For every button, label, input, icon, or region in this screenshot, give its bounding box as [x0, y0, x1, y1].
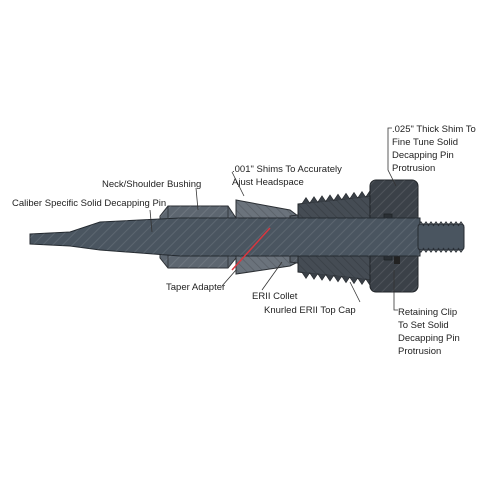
- pin-knurl: [417, 221, 465, 253]
- knurl-tooth: [437, 221, 445, 253]
- thread-tooth: [317, 195, 327, 203]
- thread-tooth: [357, 190, 367, 198]
- thread-tooth: [325, 194, 335, 202]
- thread-tooth: [333, 275, 343, 283]
- label-retaining-clip-line4: Protrusion: [398, 346, 441, 357]
- thread-tooth: [333, 193, 343, 201]
- knurl-tooth: [442, 221, 450, 253]
- label-thick-shim-line3: Decapping Pin: [392, 150, 454, 161]
- thread-tooth: [301, 272, 311, 279]
- label-taper-adapter: Taper Adapter: [166, 282, 225, 293]
- label-decapping-pin: Caliber Specific Solid Decapping Pin: [12, 198, 166, 209]
- knurl-tooth: [447, 221, 455, 253]
- thread-tooth: [349, 191, 359, 199]
- leader-lines: [149, 127, 398, 311]
- decapping-pin: [29, 217, 465, 271]
- label-thick-shim-line2: Fine Tune Solid: [392, 137, 458, 148]
- thread-tooth: [341, 192, 351, 200]
- label-thick-shim-line4: Protrusion: [392, 163, 435, 174]
- label-shims-line2: Ajust Headspace: [232, 177, 304, 188]
- thread-teeth: [301, 190, 375, 286]
- label-retaining-clip-line2: To Set Solid: [398, 320, 449, 331]
- thread-tooth: [357, 278, 367, 286]
- retaining-clip: [394, 250, 400, 264]
- knurl-tooth: [417, 221, 425, 253]
- knurl-tooth: [452, 221, 460, 253]
- label-retaining-clip-line3: Decapping Pin: [398, 333, 460, 344]
- knurl-tooth: [422, 221, 430, 253]
- label-thick-shim-line1: .025" Thick Shim To: [392, 124, 476, 135]
- thread-tooth: [325, 274, 335, 282]
- thread-tooth: [341, 276, 351, 284]
- thread-tooth: [317, 273, 327, 281]
- thread-tooth: [301, 197, 311, 204]
- knurl-tooth: [432, 221, 440, 253]
- knurl-tooth: [427, 221, 435, 253]
- pin-tail: [417, 223, 465, 251]
- label-erii-collet: ERII Collet: [252, 291, 298, 302]
- label-neck-shoulder-bushing: Neck/Shoulder Bushing: [102, 179, 201, 190]
- label-knurled-erii-top-cap: Knurled ERII Top Cap: [264, 305, 356, 316]
- label-retaining-clip-line1: Retaining Clip: [398, 307, 457, 318]
- knurl-tooth: [457, 221, 465, 253]
- thread-tooth: [309, 273, 319, 280]
- label-shims-line1: .001" Shims To Accurately: [232, 164, 342, 175]
- thread-tooth: [309, 196, 319, 203]
- thread-tooth: [349, 277, 359, 285]
- red-highlight: [231, 227, 271, 271]
